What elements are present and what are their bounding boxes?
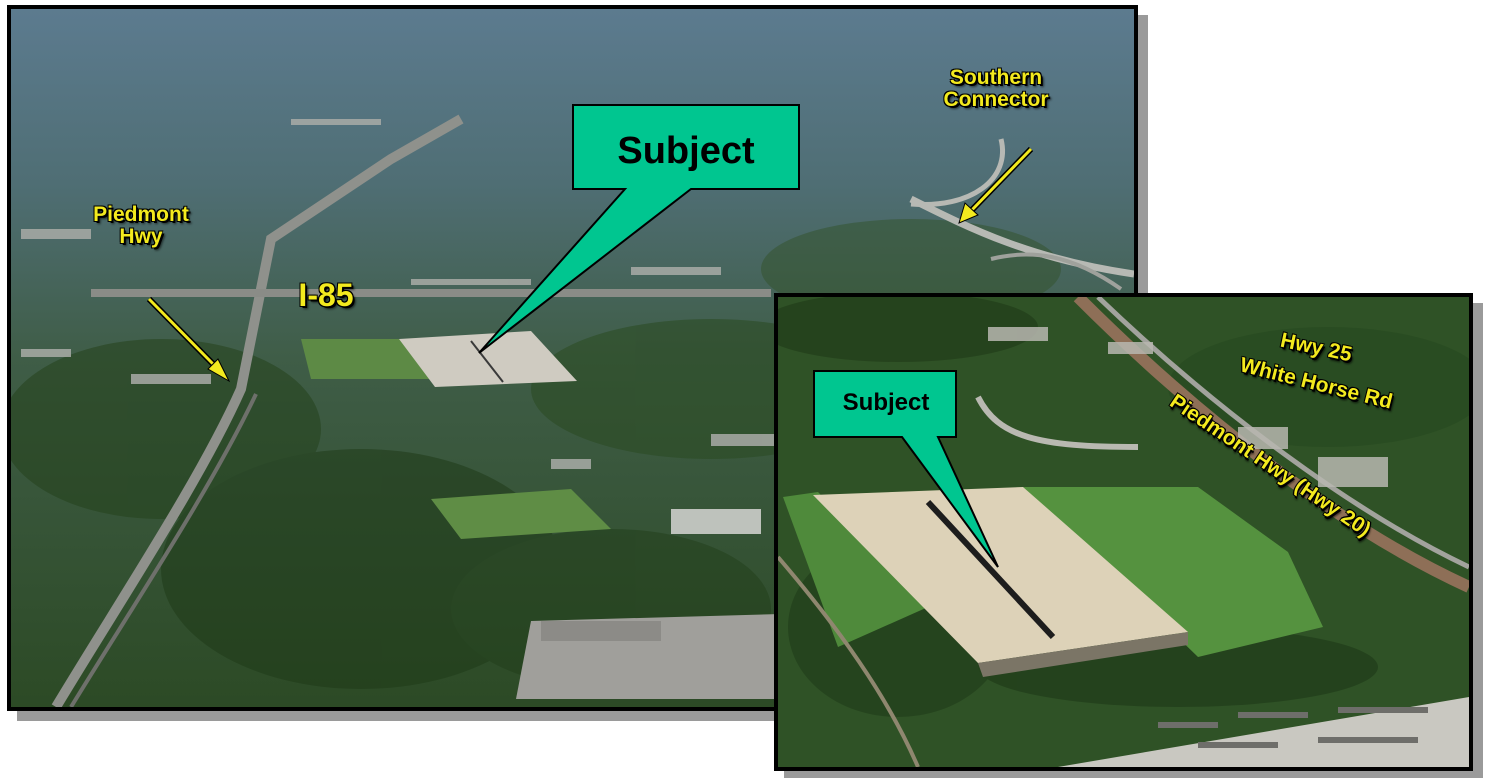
subject-callout-main-text: Subject xyxy=(617,130,755,172)
label-i85: I-85 xyxy=(298,277,354,313)
inset-aerial-image xyxy=(778,297,1469,767)
subject-callout-inset-text: Subject xyxy=(842,389,930,416)
arrow-southern-connector xyxy=(958,146,1034,224)
subject-callout-main xyxy=(478,104,800,354)
subject-callout-inset xyxy=(813,370,999,568)
inset-aerial-photo: Subject Hwy 25 White Horse Rd Piedmont H… xyxy=(774,293,1473,771)
label-southern-connector: Southern Connector xyxy=(943,66,1049,112)
arrow-piedmont-hwy xyxy=(146,296,231,383)
label-piedmont-hwy: Piedmont Hwy xyxy=(93,203,189,249)
